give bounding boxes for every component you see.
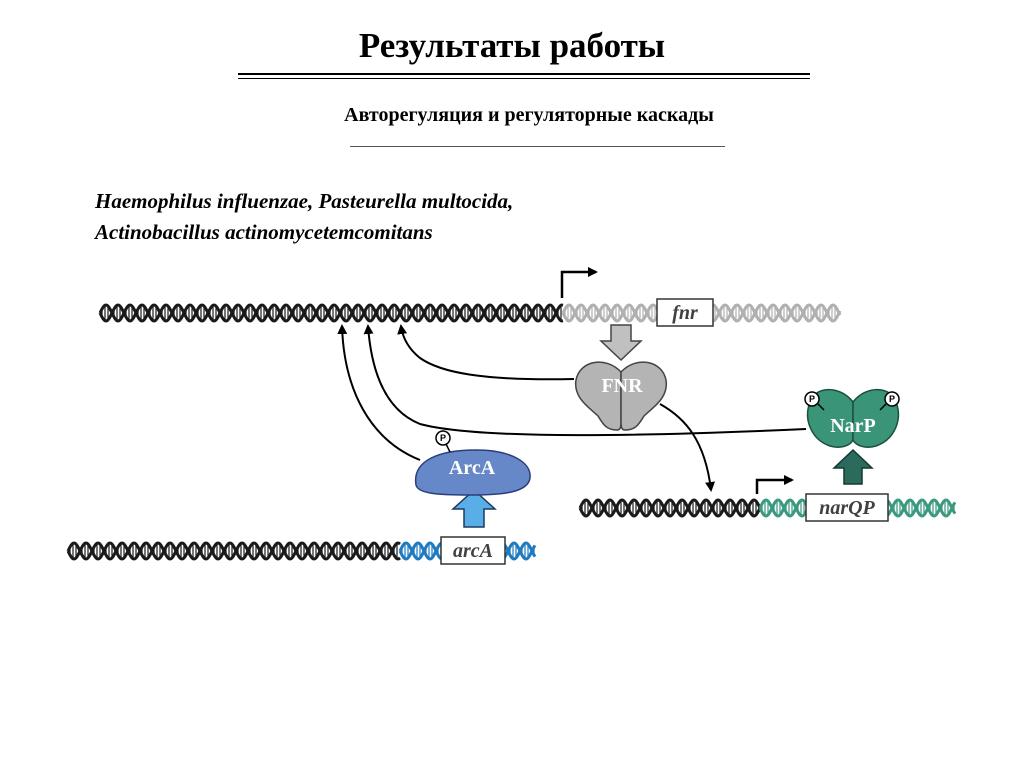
title-underline-bottom [238, 78, 810, 79]
subtitle-underline [350, 146, 725, 147]
fnr-to-narqp-arrow [659, 403, 716, 492]
arca-phospho-icon: P [435, 430, 451, 453]
svg-text:P: P [889, 394, 895, 404]
fnr-autoregulation-arrow [397, 324, 575, 381]
narp-protein-label: NarP [830, 415, 876, 437]
dna-bottom-dark [66, 541, 401, 561]
gene-box-narqp: narQP [805, 493, 889, 522]
fnr-protein: FNR [575, 361, 667, 431]
dna-right-dark [578, 498, 762, 518]
dna-top-dark [98, 303, 564, 323]
slide-title: Результаты работы [358, 26, 666, 65]
gene-box-arca: arcA [440, 536, 506, 565]
narp-to-top-arrow [363, 324, 807, 437]
gene-label-narqp: narQP [819, 497, 875, 519]
narqp-promoter-arrow [755, 475, 794, 494]
organisms-list: Haemophilus influenzae, Pasteurella mult… [95, 186, 513, 248]
arca-protein-label: ArcA [449, 457, 496, 479]
fnr-promoter-arrow [560, 267, 598, 298]
title-underline-top [238, 73, 810, 75]
fnr-protein-label: FNR [601, 375, 643, 397]
organisms-line-1: Haemophilus influenzae, Pasteurella mult… [95, 189, 514, 213]
narp-phospho-icon-right: P [879, 391, 900, 411]
organisms-line-2: Actinobacillus actinomycetemcomitans [95, 220, 433, 244]
gene-label-arca: arcA [453, 540, 493, 562]
narp-protein: NarP P P [804, 388, 900, 448]
slide-subtitle: Авторегуляция и регуляторные каскады [344, 104, 714, 126]
arca-expression-arrow [451, 488, 497, 528]
narp-expression-arrow [832, 448, 874, 485]
arca-to-top-arrow [337, 324, 421, 461]
svg-text:P: P [440, 433, 446, 443]
gene-label-fnr: fnr [672, 302, 698, 324]
gene-box-fnr: fnr [656, 298, 714, 327]
svg-text:P: P [809, 394, 815, 404]
fnr-expression-arrow [599, 324, 643, 362]
narp-phospho-icon-left: P [804, 391, 825, 411]
arca-protein: ArcA P [414, 430, 531, 496]
